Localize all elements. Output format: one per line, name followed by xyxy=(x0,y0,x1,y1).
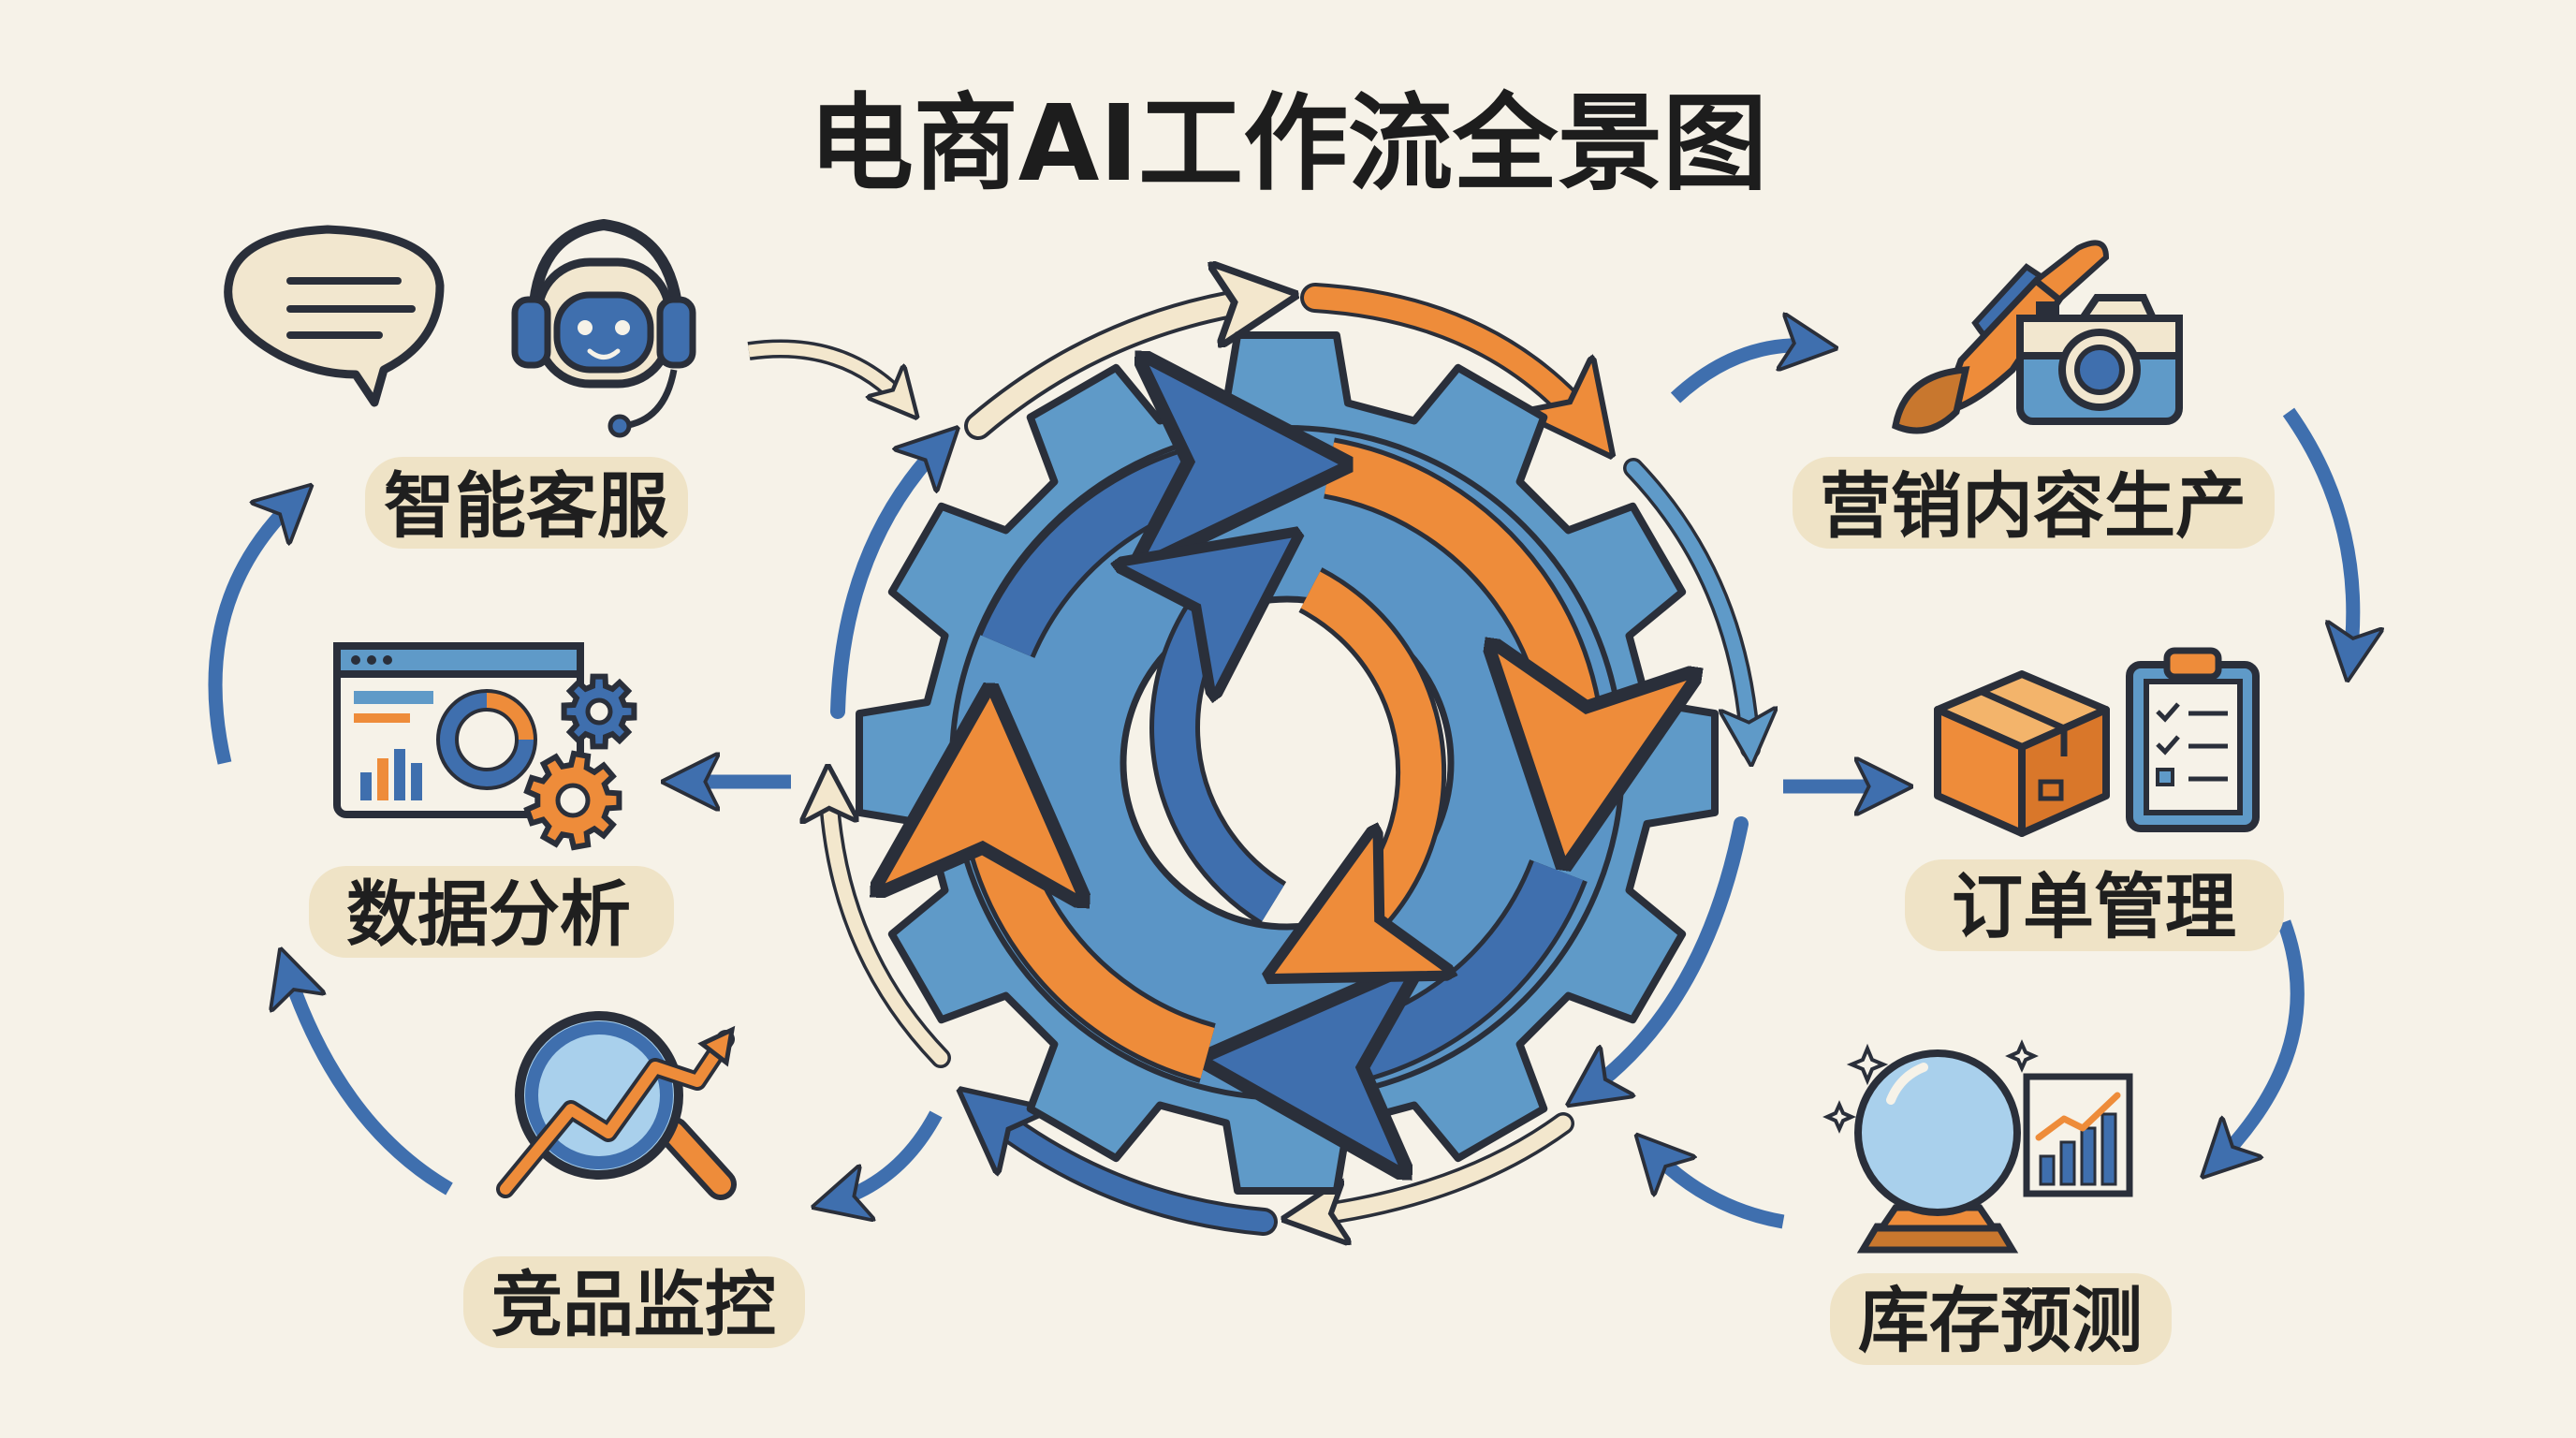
cycle-arrows-icon xyxy=(988,463,1576,1063)
chat-bubble-icon xyxy=(224,225,445,407)
module-label-marketing-content: 营销内容生产 xyxy=(1820,464,2247,548)
magnifier-trend-icon xyxy=(496,1011,737,1200)
module-inventory-forecast: 库存预测 xyxy=(1822,1039,2172,1365)
label-background xyxy=(1830,1273,2172,1365)
label-background xyxy=(365,457,688,549)
dashboard-icon xyxy=(333,642,584,818)
label-background xyxy=(1905,859,2284,951)
module-order-management: 订单管理 xyxy=(1905,647,2284,951)
label-background xyxy=(309,866,674,958)
module-customer-service: 智能客服 xyxy=(224,218,696,549)
module-label-data-analysis: 数据分析 xyxy=(346,873,631,956)
label-background xyxy=(1793,457,2275,549)
diagram-title: 电商AI工作流全景图 xyxy=(809,83,1767,205)
module-flow-arrows xyxy=(208,345,2353,1229)
gears-icon xyxy=(523,673,637,851)
outer-ring-arrows xyxy=(828,298,1750,1222)
crystal-ball-icon xyxy=(1822,1039,2039,1254)
paintbrush-icon xyxy=(1892,240,2110,434)
robot-headset-icon xyxy=(511,218,696,438)
module-label-customer-service: 智能客服 xyxy=(384,464,668,548)
module-competitor-monitoring: 竞品监控 xyxy=(463,1011,805,1348)
module-label-competitor-monitoring: 竞品监控 xyxy=(491,1263,776,1346)
module-label-order-management: 订单管理 xyxy=(1952,865,2236,948)
module-data-analysis: 数据分析 xyxy=(309,642,674,958)
package-box-icon xyxy=(1934,670,2110,837)
camera-icon xyxy=(2016,294,2183,425)
bar-chart-icon xyxy=(2023,1073,2133,1197)
label-background xyxy=(463,1256,805,1348)
module-label-inventory-forecast: 库存预测 xyxy=(1858,1279,2143,1362)
module-marketing-content: 营销内容生产 xyxy=(1793,240,2275,549)
clipboard-checklist-icon xyxy=(2126,647,2260,832)
